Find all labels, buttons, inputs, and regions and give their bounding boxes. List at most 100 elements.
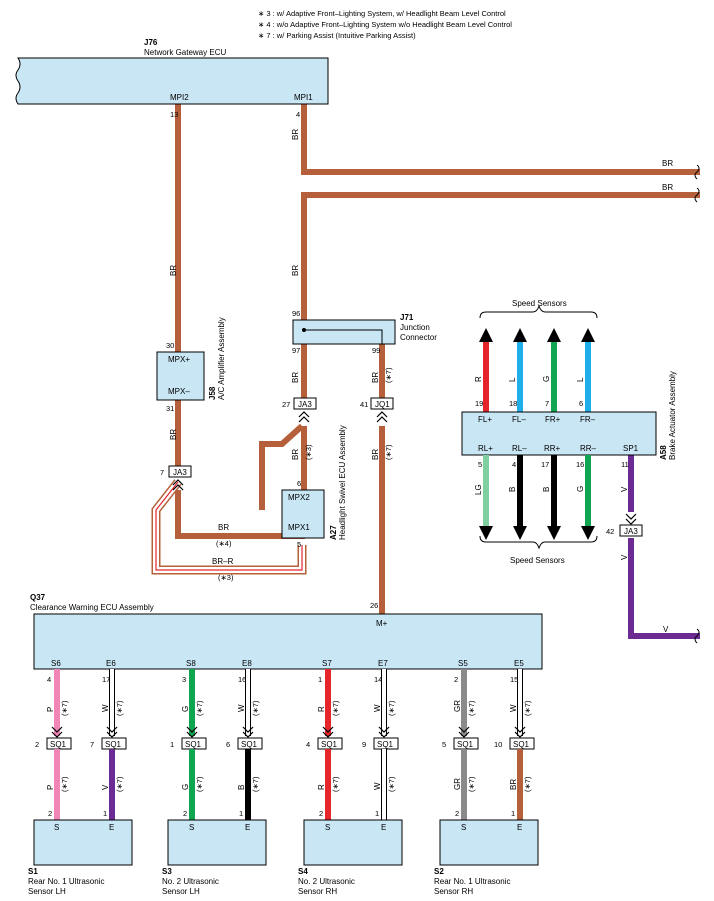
- sensor-pin-e: E: [381, 823, 386, 832]
- j76-code: J76: [144, 38, 158, 47]
- ja3-num-27: 27: [282, 400, 290, 409]
- sq1-num: 5: [442, 740, 446, 749]
- wire-note-lower: (∗7): [523, 776, 532, 792]
- speed-sensors-bottom: Speed Sensors: [510, 556, 565, 565]
- a58-name: Brake Actuator Assembly: [668, 371, 677, 460]
- wire-labels-upper: BR BR BR BR BR BR BR BR (∗7) BR (∗7) BR …: [169, 129, 673, 582]
- wire-l-fr: L: [576, 377, 585, 382]
- label-br-11: BR: [218, 523, 229, 532]
- ja3-c-label: JA3: [624, 527, 638, 536]
- pin-num-17-a58: 17: [541, 460, 549, 469]
- pin-mpi1: MPI1: [294, 93, 313, 102]
- sensor-code: S4: [298, 867, 308, 876]
- pin-mpx-minus: MPX–: [168, 387, 190, 396]
- pin-num: 17: [102, 675, 110, 684]
- wire-mpi1-right: [301, 104, 700, 175]
- sensor-pin-e: E: [517, 823, 522, 832]
- wire-color-label: R: [317, 706, 326, 712]
- q37-pin-group: S64P(∗7)SQ12P(∗7)2E617W(∗7)SQ17V(∗7)1S83…: [35, 659, 535, 820]
- q37-code: Q37: [30, 593, 46, 602]
- j71-num-99: 99: [372, 346, 380, 355]
- j71-num-96: 96: [292, 309, 300, 318]
- chevron-icon: [378, 726, 390, 738]
- chevron-icon: [458, 726, 470, 738]
- connector-ja3-7: JA3 7: [160, 465, 192, 491]
- sensor-name-2: Sensor RH: [298, 887, 337, 896]
- pin-num-26: 26: [370, 601, 378, 610]
- pin-num: 2: [454, 675, 458, 684]
- sq1-label: SQ1: [241, 740, 258, 749]
- wire-color-label: W: [237, 704, 246, 712]
- sensor-pin-num: 2: [48, 809, 52, 818]
- wire-color-label-lower: P: [46, 785, 55, 790]
- a58-top-wire-labels: R L G L: [474, 376, 585, 382]
- label-br-1: BR: [291, 129, 300, 140]
- pin-num-6: 6: [297, 479, 301, 488]
- wire-lg-rl: LG: [474, 484, 483, 495]
- wire-v-lower: V: [620, 554, 629, 560]
- sensor-box: [167, 819, 267, 866]
- sensor-pin-num: 2: [319, 809, 323, 818]
- pin-fl-minus: FL–: [512, 415, 526, 424]
- wire-g-rr: G: [576, 486, 585, 492]
- pin-num-5: 5: [297, 540, 301, 549]
- sensor-pin-num: 1: [375, 809, 379, 818]
- pin-num-11-a58: 11: [621, 460, 629, 469]
- pin-fl-plus: FL+: [478, 415, 492, 424]
- wire-v-right: V: [663, 625, 669, 634]
- wire-l-fl: L: [508, 377, 517, 382]
- wire-color-label: GR: [453, 700, 462, 712]
- pin-num: 4: [47, 675, 51, 684]
- wire-color-label: W: [373, 704, 382, 712]
- ja3-b-label: JA3: [298, 400, 312, 409]
- wire-br-junction: [301, 192, 700, 320]
- pin-num: 16: [238, 675, 246, 684]
- pin-num: 14: [374, 675, 382, 684]
- a58-code: A58: [659, 445, 668, 460]
- a27-code: A27: [329, 525, 338, 540]
- wire-note-lower: (∗7): [467, 776, 476, 792]
- wire-color-label-lower: V: [101, 784, 110, 790]
- pin-label: E8: [242, 659, 252, 668]
- label-br-r: BR–R: [212, 557, 234, 566]
- pin-num-19: 19: [475, 399, 483, 408]
- sensor-code: S2: [434, 867, 444, 876]
- wire-r-fl: R: [474, 376, 483, 382]
- pin-num-4-a58: 4: [512, 460, 516, 469]
- sq1-num: 9: [362, 740, 366, 749]
- connector-jq1: JQ1 41: [360, 397, 394, 423]
- wire-note-lower: (∗7): [331, 776, 340, 792]
- chevron-icon: [322, 726, 334, 738]
- sensor-pin-e: E: [109, 823, 114, 832]
- sensor-pin-num: 2: [183, 809, 187, 818]
- wire-g-fr: G: [542, 376, 551, 382]
- wire-color-label: W: [509, 704, 518, 712]
- pin-mpx-plus: MPX+: [168, 355, 190, 364]
- wire-note-lower: (∗7): [60, 776, 69, 792]
- sensor-pin-s: S: [54, 823, 59, 832]
- label-br-7: BR: [291, 372, 300, 383]
- a27-name: Headlight Swivel ECU Assembly: [338, 425, 347, 540]
- pin-num-30: 30: [166, 341, 174, 350]
- ja3-num-7: 7: [160, 468, 164, 477]
- label-note4: (∗4): [216, 539, 232, 548]
- wire-color-label-lower: GR: [453, 778, 462, 790]
- label-br-3: BR: [662, 183, 673, 192]
- br-wires: [175, 104, 700, 614]
- sensor-name-2: Sensor LH: [28, 887, 66, 896]
- note-7: ∗ 7 : w/ Parking Assist (Intuitive Parki…: [258, 31, 416, 40]
- sq1-label: SQ1: [50, 740, 67, 749]
- label-note7-b: (∗7): [384, 444, 393, 460]
- pin-num: 15: [510, 675, 518, 684]
